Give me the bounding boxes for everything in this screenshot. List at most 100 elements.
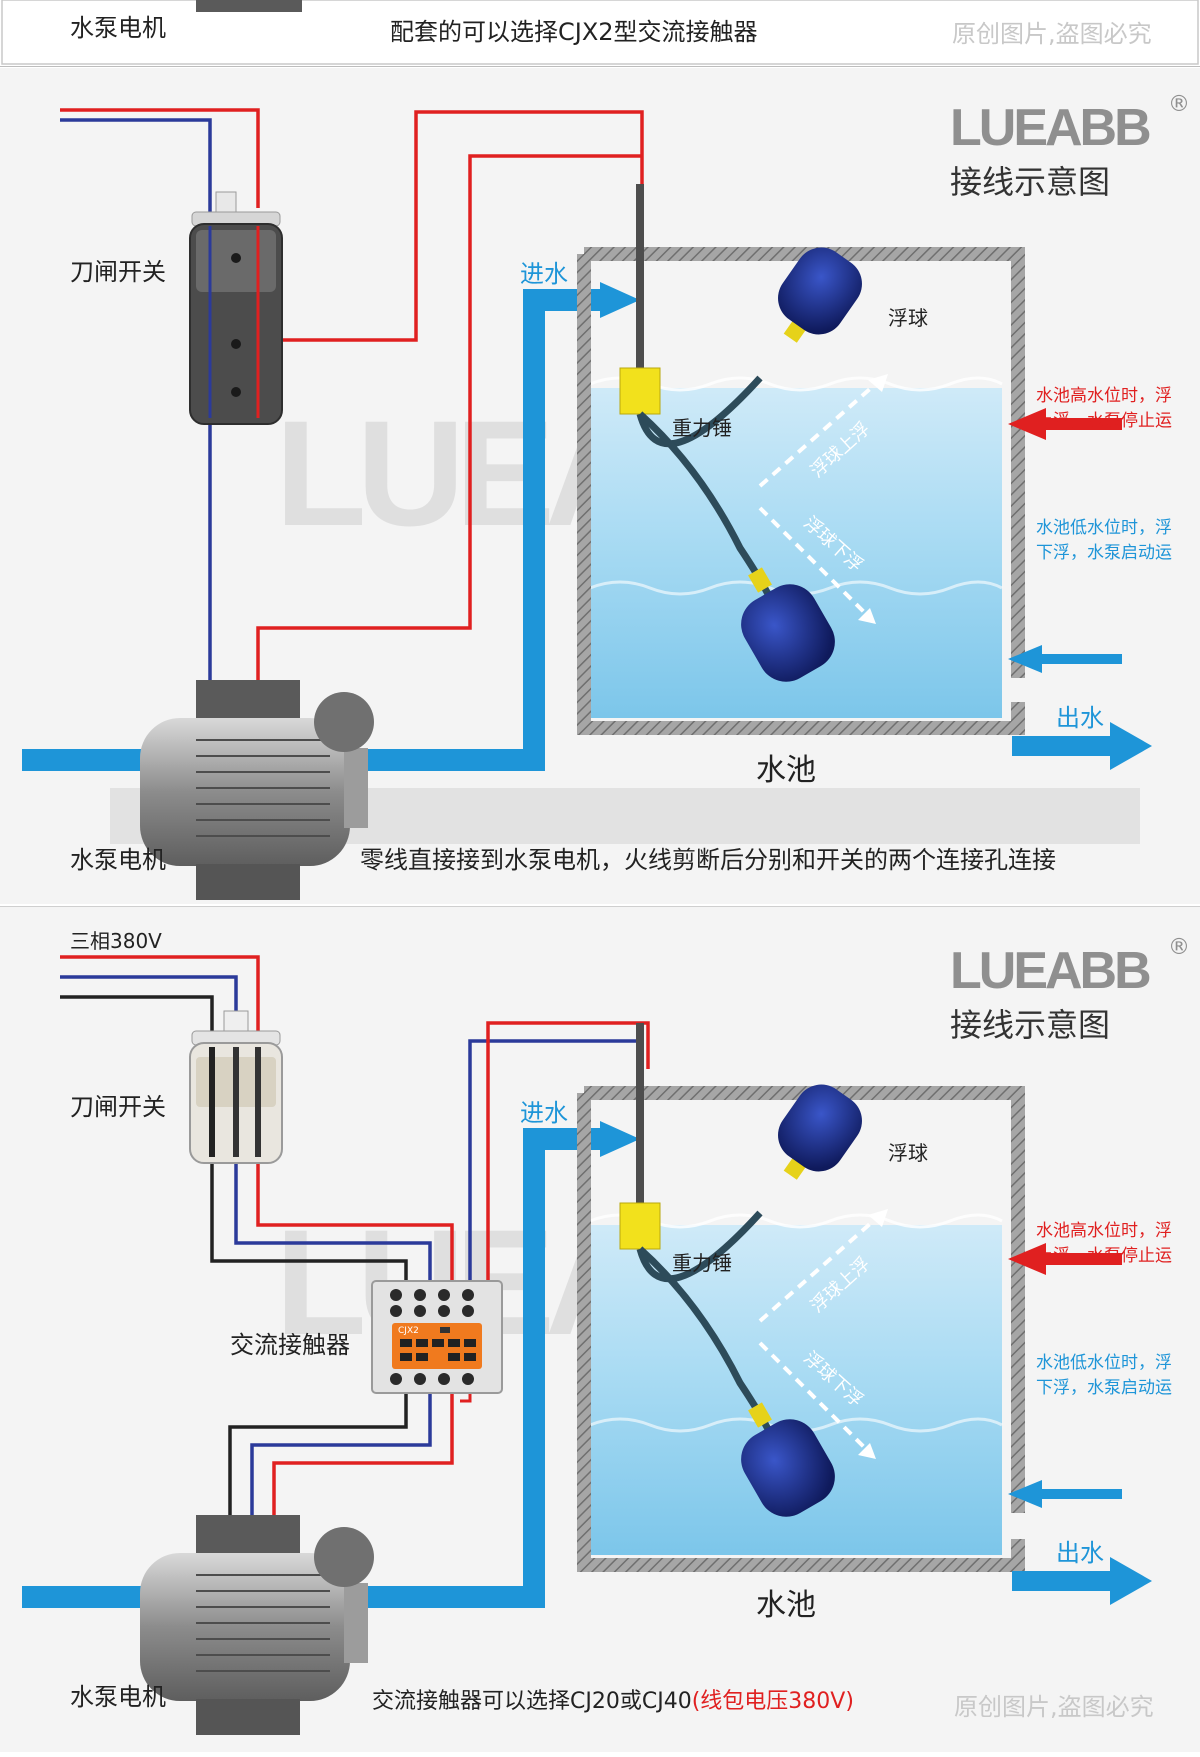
caption-coil-voltage: (线包电压380V) (691, 1689, 854, 1714)
high-level-arrowhead (1008, 408, 1046, 440)
weight-label: 重力锤 (672, 1251, 732, 1275)
inlet-water-pipe (22, 1128, 606, 1608)
high-level-note: 水池高水位时，浮 上浮，水泵停止运 (1036, 384, 1172, 434)
water-in-label: 进水 (520, 260, 568, 288)
diagram-2-three-phase: LUEABB (0, 906, 1200, 1752)
float-up-arrow (758, 378, 882, 488)
float-ball-upper (778, 1084, 862, 1180)
outlet-arrow (1110, 722, 1152, 770)
low-level-arrowhead (1008, 1480, 1042, 1508)
float-ball-label: 浮球 (888, 1141, 928, 1165)
high-level-note: 水池高水位时，浮 上浮，水泵停止运 (1036, 1219, 1172, 1269)
switch-to-contactor-l2 (234, 1163, 432, 1281)
tank-label: 水池 (756, 753, 816, 788)
water-out-label: 出水 (1056, 1539, 1104, 1567)
float-ball-upper (778, 247, 862, 343)
contactor-to-pump-l1 (272, 1387, 454, 1519)
wiring-diagram-1 (22, 108, 1152, 900)
outlet-pipe (1012, 736, 1112, 756)
diagram-subtitle: 接线示意图 (950, 163, 1111, 201)
knife-switch-label: 刀闸开关 (70, 1093, 166, 1121)
phase-l1-wire (60, 955, 260, 1047)
wiring-diagram-2 (22, 955, 1152, 1735)
low-level-arrow (1040, 1489, 1122, 1499)
low-note-line-2: 下浮，水泵启动运 (1036, 1378, 1172, 1398)
float-down-arrow (758, 506, 870, 618)
water-in-label: 进水 (520, 1099, 568, 1127)
pump-motor-icon (140, 1515, 374, 1735)
high-level-arrow (1040, 418, 1122, 430)
inlet-arrow (600, 1121, 640, 1157)
registered-mark: ® (1168, 935, 1190, 960)
high-note-line-1: 水池高水位时，浮 (1036, 1221, 1172, 1241)
float-ball-lower (741, 1402, 835, 1517)
top-caption: 配套的可以选择CJX2型交流接触器 (390, 18, 758, 46)
float-up-arrowhead (868, 374, 888, 392)
contactor-label: 交流接触器 (230, 1331, 350, 1359)
low-note-line-2: 下浮，水泵启动运 (1036, 543, 1172, 563)
outlet-pipe (1012, 1571, 1112, 1591)
high-note-line-1: 水池高水位时，浮 (1036, 386, 1172, 406)
ac-contactor-icon (371, 1280, 503, 1394)
gravity-weight (619, 367, 661, 415)
float-up-arrow (758, 1213, 882, 1323)
pump-motor-icon (140, 680, 374, 900)
diagram-subtitle: 接线示意图 (950, 1006, 1111, 1044)
low-note-line-1: 水池低水位时，浮 (1036, 1353, 1172, 1373)
low-level-arrowhead (1008, 645, 1042, 673)
float-down-arrowhead (858, 1443, 876, 1459)
high-level-arrowhead (1008, 1243, 1046, 1275)
three-phase-label: 三相380V (70, 929, 162, 953)
low-level-arrow (1040, 654, 1122, 664)
outlet-arrow (1110, 1557, 1152, 1605)
coil-wire-red (486, 1021, 650, 1281)
float-ball-label: 浮球 (888, 306, 928, 330)
knife-switch-icon (189, 191, 283, 425)
low-level-note: 水池低水位时，浮 下浮，水泵启动运 (1036, 1351, 1172, 1401)
phase-l3-wire (60, 995, 214, 1047)
float-ball-lower (741, 567, 835, 682)
knife-switch-label: 刀闸开关 (70, 258, 166, 286)
live-wire-to-pump (256, 154, 642, 688)
float-up-arrowhead (868, 1209, 888, 1227)
brand-logo: LUEABB (950, 99, 1152, 157)
diagram-2-caption: 交流接触器可以选择CJ20或CJ40(线包电压380V) (372, 1691, 854, 1713)
live-wire-in (60, 108, 260, 208)
tank-label: 水池 (756, 1588, 816, 1623)
contactor-model-label: CJX2 (398, 1326, 419, 1336)
diagram-1-single-phase: LUEABB (0, 68, 1200, 904)
pump-base-fragment (196, 0, 302, 12)
top-strip: 水泵电机 配套的可以选择CJX2型交流接触器 原创图片,盗图必究 (0, 0, 1200, 67)
low-note-line-1: 水池低水位时，浮 (1036, 518, 1172, 538)
top-pump-label: 水泵电机 (70, 14, 166, 42)
water-out-label: 出水 (1056, 704, 1104, 732)
switch-to-contactor-l3 (210, 1163, 408, 1281)
high-note-line-2: 上浮，水泵停止运 (1036, 411, 1172, 431)
inlet-water-pipe (22, 289, 606, 771)
float-down-arrowhead (858, 608, 876, 624)
high-note-line-2: 上浮，水泵停止运 (1036, 1246, 1172, 1266)
float-cable-upper (636, 1210, 763, 1283)
neutral-wire (60, 118, 212, 688)
tank-wall (577, 247, 1025, 735)
pump-label: 水泵电机 (70, 1683, 166, 1711)
float-down-arrow (758, 1341, 870, 1453)
brand-logo: LUEABB (950, 942, 1152, 1000)
bottom-watermark-text: 原创图片,盗图必究 (954, 1693, 1154, 1721)
caption-main: 交流接触器可以选择CJ20或CJ40 (372, 1689, 692, 1714)
contactor-to-pump-l2 (250, 1387, 432, 1519)
weight-label: 重力锤 (672, 416, 732, 440)
switch-to-contactor-l1 (256, 1163, 454, 1281)
low-level-note: 水池低水位时，浮 下浮，水泵启动运 (1036, 516, 1172, 566)
high-level-arrow (1040, 1253, 1122, 1265)
contactor-to-pump-l3 (228, 1387, 408, 1519)
gravity-weight (619, 1202, 661, 1250)
diagram-1-caption: 零线直接接到水泵电机，火线剪断后分别和开关的两个连接孔连接 (360, 846, 1056, 874)
top-watermark-text: 原创图片,盗图必究 (952, 20, 1152, 48)
inlet-arrow (600, 282, 640, 318)
pump-label: 水泵电机 (70, 846, 166, 874)
top-strip-graphics (1, 0, 1199, 65)
tank-wall (577, 1086, 1025, 1572)
registered-mark: ® (1168, 92, 1190, 117)
